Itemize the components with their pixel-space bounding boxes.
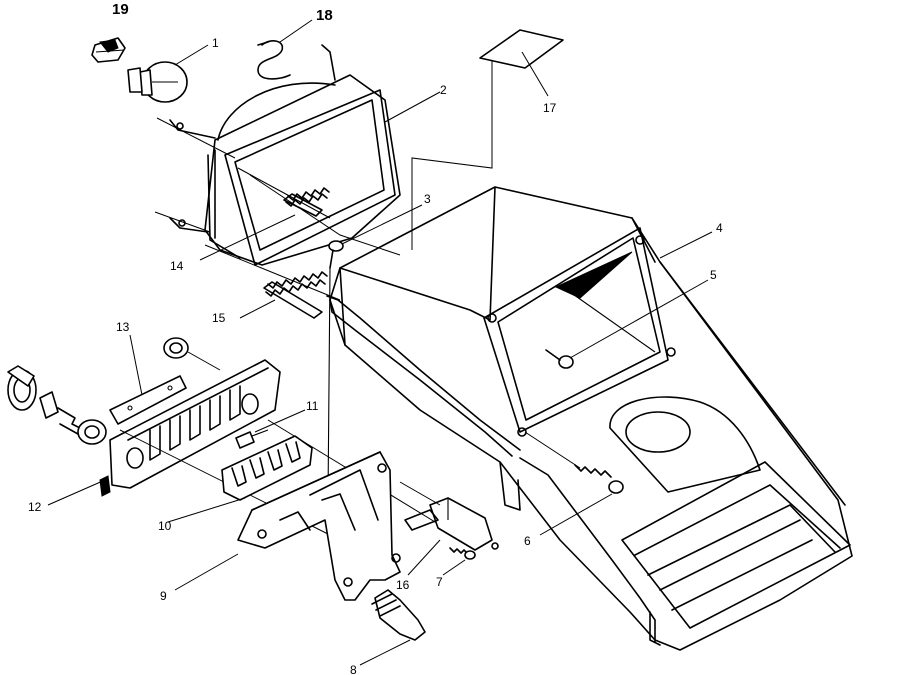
leader-14	[199, 214, 296, 261]
leader-11	[254, 409, 306, 433]
callout-14: 14	[170, 259, 184, 273]
axis-switch	[399, 481, 441, 506]
leader-15	[239, 299, 276, 319]
callout-4: 4	[716, 221, 723, 235]
wire-clip-18	[257, 40, 291, 80]
callout-18: 18	[316, 7, 333, 24]
callout-11: 11	[306, 399, 319, 413]
socket-19	[91, 37, 126, 63]
axis-grommet	[187, 351, 221, 371]
switch-16	[404, 497, 499, 551]
callout-17: 17	[543, 101, 557, 115]
leader-17-frame	[411, 60, 493, 250]
callout-19: 19	[112, 1, 129, 18]
callout-6: 6	[524, 534, 531, 548]
axis-screw-6	[524, 431, 581, 469]
hood-housing	[326, 186, 853, 651]
screw-7	[449, 547, 476, 560]
leader-2	[384, 91, 441, 123]
leader-18	[279, 19, 313, 43]
key-switch-12	[7, 365, 107, 445]
leader-7	[442, 559, 466, 576]
callout-7: 7	[436, 575, 443, 589]
leader-12	[47, 479, 106, 506]
callout-2: 2	[440, 83, 447, 97]
callout-13: 13	[116, 320, 130, 334]
leader-4	[659, 231, 713, 259]
screw-5	[545, 349, 574, 369]
callout-8: 8	[350, 663, 357, 675]
callout-10: 10	[158, 519, 172, 533]
leader-8	[359, 639, 411, 666]
leader-10	[167, 497, 246, 523]
bulb-1	[127, 61, 188, 103]
spring-14	[283, 187, 330, 217]
axis-line-upper	[156, 117, 236, 159]
axis-line-spring	[204, 244, 341, 301]
callout-labels: 1 2 3 4 5 6 7 8 9 10 11 12 13 14 15 16 1…	[28, 1, 723, 675]
pin-11	[235, 429, 269, 449]
callout-15: 15	[212, 311, 226, 325]
callout-5: 5	[710, 268, 717, 282]
leader-17	[521, 51, 549, 97]
callout-3: 3	[424, 192, 431, 206]
leader-5	[569, 279, 709, 359]
leader-3	[341, 204, 423, 245]
axis-line-lower	[154, 211, 211, 233]
leader-9	[174, 553, 239, 591]
callout-16: 16	[396, 578, 410, 592]
headlight-housing	[169, 44, 401, 266]
axis-line-center	[249, 174, 401, 256]
leader-13	[129, 334, 143, 396]
leader-16	[407, 539, 441, 576]
leader-6	[539, 493, 613, 536]
callout-9: 9	[160, 589, 167, 603]
switch-panel-13	[99, 337, 281, 497]
screw-6	[574, 464, 624, 494]
decal-17	[479, 29, 564, 69]
screw-3	[327, 240, 344, 501]
bracket-9	[237, 451, 401, 601]
bulb-8	[371, 589, 426, 641]
callout-12: 12	[28, 500, 42, 514]
leader-1	[174, 44, 209, 66]
spring-15	[263, 271, 328, 319]
callout-1: 1	[212, 36, 219, 50]
